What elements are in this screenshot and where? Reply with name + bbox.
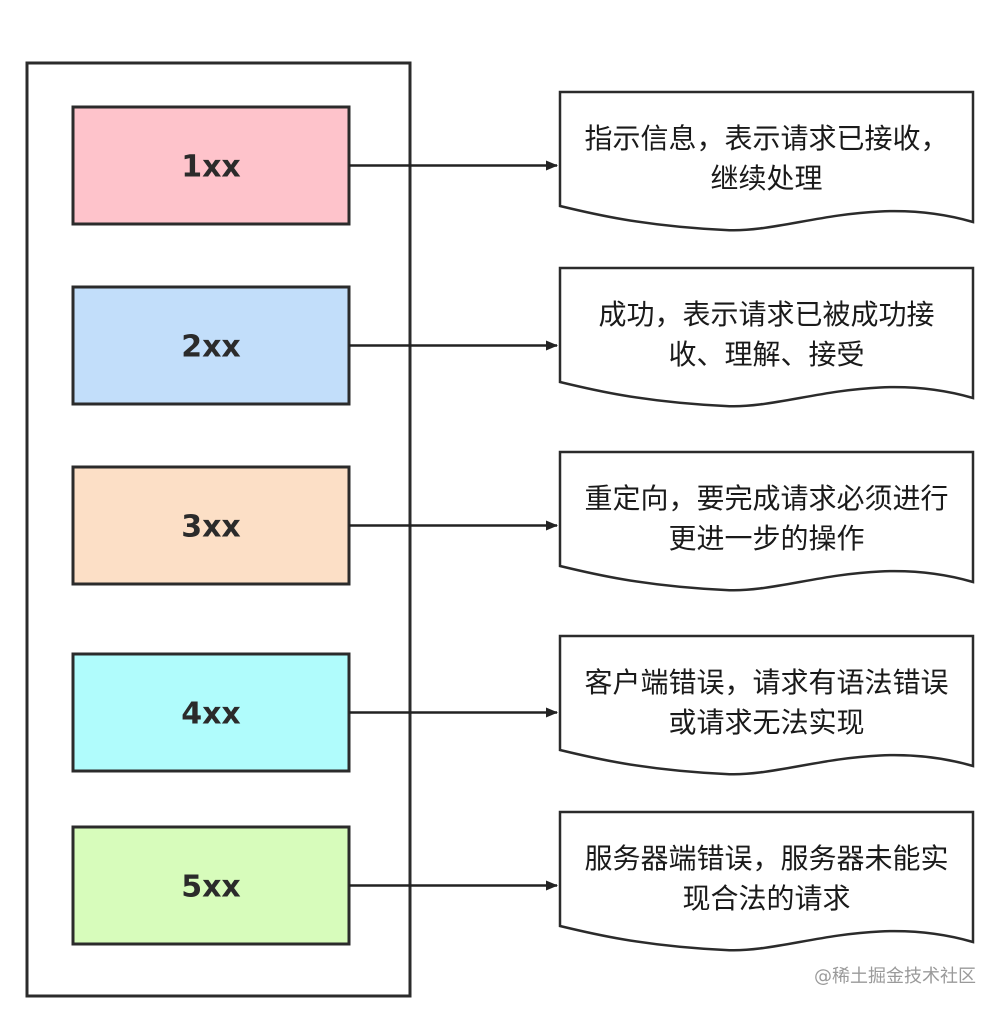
description-line: 更进一步的操作: [668, 522, 864, 555]
description-line: 成功，表示请求已被成功接: [598, 298, 934, 331]
code-label: 2xx: [181, 330, 241, 365]
code-box-5xx: [71, 825, 351, 946]
code-box-2xx: [71, 285, 351, 406]
description-line: 重定向，要完成请求必须进行: [584, 482, 948, 515]
description-line: 指示信息，表示请求已接收，: [584, 122, 948, 155]
description-doc-2xx: [558, 266, 975, 408]
code-label: 1xx: [181, 150, 241, 185]
code-box-3xx: [71, 465, 351, 586]
code-label: 4xx: [181, 697, 241, 732]
description-line: 收、理解、接受: [668, 338, 864, 371]
code-label: 5xx: [181, 870, 241, 905]
description-doc-3xx: [558, 450, 975, 592]
description-line: 客户端错误，请求有语法错误: [584, 666, 948, 699]
description-doc-1xx: [558, 90, 975, 232]
description-line: 现合法的请求: [682, 882, 850, 915]
watermark: @稀土掘金技术社区: [814, 966, 976, 987]
description-line: 继续处理: [710, 162, 822, 195]
description-doc-4xx: [558, 634, 975, 776]
description-doc-5xx: [558, 810, 975, 952]
code-label: 3xx: [181, 510, 241, 545]
outer-container: [25, 61, 412, 998]
code-box-1xx: [71, 105, 351, 226]
description-line: 或请求无法实现: [668, 706, 864, 739]
description-line: 服务器端错误，服务器未能实: [584, 842, 948, 875]
